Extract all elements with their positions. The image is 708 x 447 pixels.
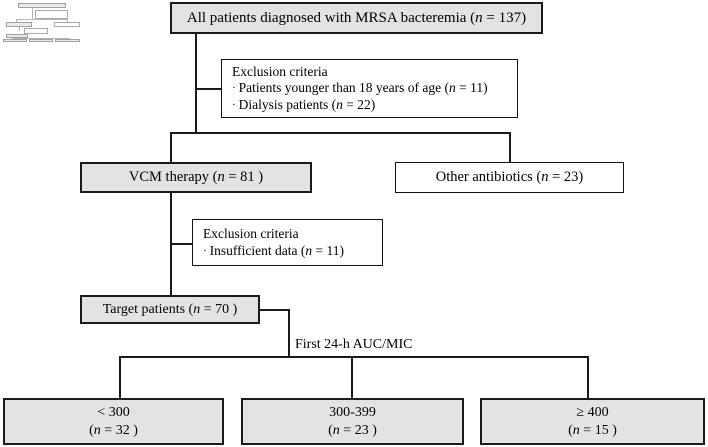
connector-down-to-vcm bbox=[170, 132, 172, 162]
connector-drop-mid bbox=[351, 356, 353, 398]
thumb-box-low bbox=[3, 39, 27, 42]
node-vcm-therapy[interactable]: VCM therapy (n = 81 ) bbox=[80, 162, 312, 193]
italic-n: n bbox=[305, 242, 313, 258]
exclusion-2-item-0: ·Insufficient data (n = 11) bbox=[203, 242, 344, 258]
node-other-antibiotics-text: Other antibiotics (n = 23) bbox=[435, 168, 584, 185]
italic-n: n bbox=[572, 422, 580, 438]
bullet-dot-icon: · bbox=[203, 244, 207, 257]
group-mid-range: 300-399 bbox=[329, 405, 376, 421]
italic-n: n bbox=[448, 80, 456, 96]
exclusion-1-item-0: ·Patients younger than 18 years of age (… bbox=[232, 80, 488, 96]
thumb-line-3 bbox=[16, 19, 17, 23]
thumb-box-high bbox=[55, 39, 80, 42]
node-exclusion-criteria-2[interactable]: Exclusion criteria ·Insufficient data (n… bbox=[192, 219, 383, 266]
italic-n: n bbox=[336, 96, 343, 112]
thumb-box-other bbox=[54, 22, 80, 27]
thumb-line-1 bbox=[32, 8, 33, 19]
node-vcm-therapy-text: VCM therapy (n = 81 ) bbox=[128, 168, 264, 185]
italic-n: n bbox=[475, 9, 483, 26]
node-group-high[interactable]: ≥ 400 (n = 15 ) bbox=[480, 398, 705, 445]
connector-drop-low bbox=[119, 356, 121, 398]
italic-n: n bbox=[193, 301, 201, 317]
thumb-line-5 bbox=[19, 27, 20, 31]
group-high-range: ≥ 400 bbox=[576, 405, 609, 421]
italic-n: n bbox=[541, 168, 549, 185]
connector-split-bar-top bbox=[170, 132, 511, 134]
exclusion-2-heading: Exclusion criteria bbox=[203, 226, 299, 242]
group-low-range: < 300 bbox=[97, 405, 130, 421]
connector-all-to-split bbox=[195, 33, 197, 134]
thumb-line-6 bbox=[12, 38, 70, 39]
node-other-antibiotics[interactable]: Other antibiotics (n = 23) bbox=[395, 162, 624, 193]
node-group-mid[interactable]: 300-399 (n = 23 ) bbox=[241, 398, 464, 445]
connector-drop-high bbox=[587, 356, 589, 398]
figure-thumbnail-preview[interactable] bbox=[2, 2, 82, 42]
bullet-dot-icon: · bbox=[232, 98, 236, 111]
italic-n: n bbox=[93, 422, 101, 438]
label-first-24h-auc-mic: First 24-h AUC/MIC bbox=[293, 337, 415, 353]
thumb-box-target bbox=[6, 34, 28, 38]
connector-down-to-other bbox=[509, 132, 511, 162]
group-high-count: (n = 15 ) bbox=[568, 422, 617, 438]
bullet-dot-icon: · bbox=[232, 82, 236, 95]
connector-to-exclusion-2 bbox=[170, 243, 192, 245]
node-target-patients[interactable]: Target patients (n = 70 ) bbox=[80, 295, 260, 324]
italic-n: n bbox=[332, 422, 340, 438]
thumb-box-vcm bbox=[6, 22, 32, 27]
thumb-box-mid bbox=[29, 39, 53, 42]
node-target-patients-text: Target patients (n = 70 ) bbox=[102, 301, 238, 317]
exclusion-1-heading: Exclusion criteria bbox=[232, 63, 328, 79]
italic-n: n bbox=[217, 168, 225, 185]
exclusion-1-item-1: ·Dialysis patients (n = 22) bbox=[232, 96, 376, 112]
thumb-line-2 bbox=[16, 19, 68, 20]
thumb-line-4 bbox=[67, 19, 68, 23]
node-all-patients[interactable]: All patients diagnosed with MRSA bactere… bbox=[170, 2, 543, 34]
group-low-count: (n = 32 ) bbox=[89, 422, 138, 438]
connector-target-down bbox=[288, 309, 290, 357]
thumb-box-exclusion-1 bbox=[35, 10, 68, 19]
node-exclusion-criteria-1[interactable]: Exclusion criteria ·Patients younger tha… bbox=[221, 59, 518, 118]
connector-to-exclusion-1 bbox=[195, 88, 221, 90]
node-group-low[interactable]: < 300 (n = 32 ) bbox=[3, 398, 224, 445]
connector-target-right bbox=[259, 309, 290, 311]
group-mid-count: (n = 23 ) bbox=[328, 422, 377, 438]
thumb-box-all-patients bbox=[18, 3, 66, 8]
connector-vcm-to-target bbox=[170, 193, 172, 297]
connector-distribution-bar bbox=[119, 356, 589, 358]
thumb-box-exclusion-2 bbox=[24, 28, 48, 34]
node-all-patients-text: All patients diagnosed with MRSA bactere… bbox=[186, 9, 527, 26]
